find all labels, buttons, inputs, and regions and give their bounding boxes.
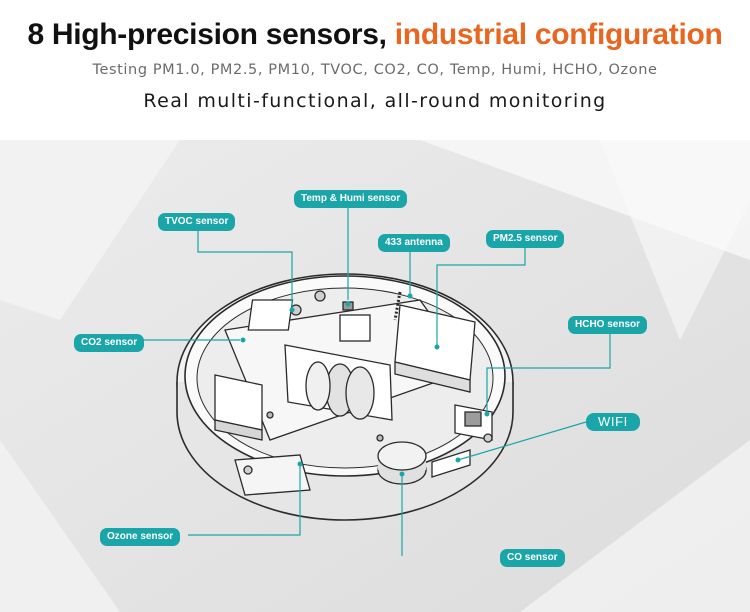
label-hcho-sensor: HCHO sensor bbox=[568, 316, 648, 334]
label-temp-humi-sensor: Temp & Humi sensor bbox=[294, 190, 408, 208]
label-co2-sensor: CO2 sensor bbox=[74, 334, 145, 352]
label-ozone-sensor: Ozone sensor bbox=[100, 528, 181, 546]
label-tvoc-sensor: TVOC sensor bbox=[158, 213, 236, 231]
leader-lines bbox=[140, 204, 611, 556]
label-wifi: WIFI bbox=[586, 413, 640, 431]
header: 8 High-precision sensors, industrial con… bbox=[0, 0, 750, 140]
title-main: 8 High-precision sensors, bbox=[27, 18, 387, 51]
page-title: 8 High-precision sensors, industrial con… bbox=[0, 18, 750, 52]
label-co-sensor: CO sensor bbox=[500, 549, 565, 567]
device-illustration: Temp & Humi sensor TVOC sensor 433 anten… bbox=[0, 140, 750, 612]
label-pm25-sensor: PM2.5 sensor bbox=[486, 230, 565, 248]
leader-dots bbox=[240, 293, 490, 477]
device-drawing bbox=[0, 140, 750, 612]
page-subtitle: Testing PM1.0, PM2.5, PM10, TVOC, CO2, C… bbox=[92, 62, 658, 78]
page-tagline: Real multi-functional, all-round monitor… bbox=[143, 90, 607, 112]
title-accent: industrial configuration bbox=[394, 18, 723, 51]
label-433-antenna: 433 antenna bbox=[378, 234, 450, 252]
